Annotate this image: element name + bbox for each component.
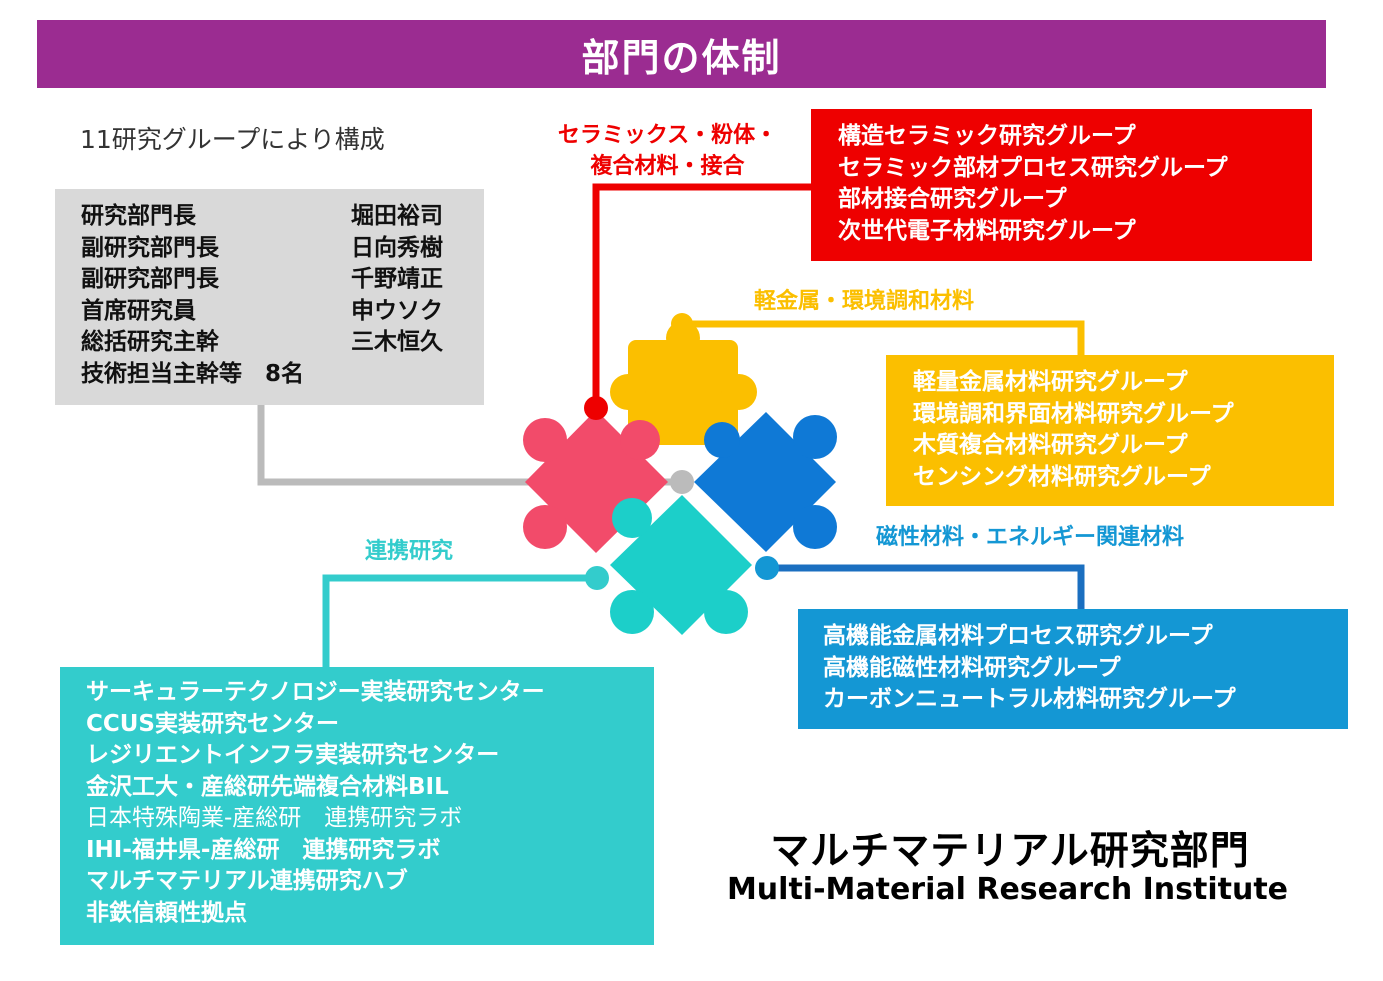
magnetic-category-label: 磁性材料・エネルギー関連材料 [876,525,1185,550]
puzzle-piece-teal [610,495,752,635]
group-item: 金沢工大・産総研先端複合材料BIL [86,773,449,800]
ceramics-category-label: セラミックス・粉体・ 複合材料・接合 [520,120,815,182]
staff-role: 副研究部門長 [81,234,219,261]
magnetic-connector [767,564,1085,609]
magnetic-dot [755,556,779,580]
ceramics-dot [584,396,608,420]
ceramics-label-line2: 複合材料・接合 [590,154,745,179]
group-item: 軽量金属材料研究グループ [913,369,1188,395]
staff-name: 堀田裕司 [351,203,443,229]
light-metal-groups-box: 軽量金属材料研究グループ 環境調和界面材料研究グループ 木質複合材料研究グループ… [886,355,1334,506]
group-item: 高機能磁性材料研究グループ [823,654,1121,681]
staff-extra: 技術担当主幹等 8名 [81,360,305,387]
group-item: サーキュラーテクノロジー実装研究センター [86,679,545,705]
ceramics-connector [592,183,811,408]
ceramics-label-line1: セラミックス・粉体・ [557,123,778,148]
institute-name-en: Multi-Material Research Institute [726,872,1289,907]
page-title: 部門の体制 [37,20,1326,88]
group-item: 木質複合材料研究グループ [913,432,1188,458]
center-dot [670,470,694,494]
staff-row: 総括研究主幹 三木恒久 [81,327,484,359]
group-item: マルチマテリアル連携研究ハブ [86,868,408,894]
staff-name: 三木恒久 [351,329,443,355]
staff-row: 副研究部門長 千野靖正 [81,264,484,296]
group-item: レジリエントインフラ実装研究センター [86,742,500,768]
magnetic-groups-box: 高機能金属材料プロセス研究グループ 高機能磁性材料研究グループ カーボンニュート… [798,609,1348,729]
collaboration-groups-box: サーキュラーテクノロジー実装研究センター CCUS実装研究センター レジリエント… [60,667,654,945]
light-metal-category-label: 軽金属・環境調和材料 [754,289,975,314]
collaboration-connector [322,574,597,667]
staff-row: 研究部門長 堀田裕司 [81,201,484,233]
staff-name: 申ウソク [351,297,443,324]
group-item: 日本特殊陶業-産総研 連携研究ラボ [86,805,463,831]
group-item: CCUS実装研究センター [86,710,339,737]
staff-role: 首席研究員 [81,297,196,324]
staff-box: 研究部門長堀田裕司 副研究部門長日向秀樹 副研究部門長千野靖正 首席研究員申ウソ… [55,189,484,405]
group-item: カーボンニュートラル材料研究グループ [823,686,1236,712]
light-metal-connector [682,320,1085,355]
puzzle-piece-blue [694,412,837,552]
staff-row: 首席研究員 申ウソク [81,296,484,328]
group-item: 構造セラミック研究グループ [838,123,1136,149]
light-metal-dot [671,313,693,335]
group-count-text: 11研究グループにより構成 [80,125,385,154]
group-item: 部材接合研究グループ [838,186,1067,212]
group-item: 次世代電子材料研究グループ [838,217,1136,244]
institute-name-jp: マルチマテリアル研究部門 [770,829,1250,874]
collaboration-dot [585,566,609,590]
group-item: 高機能金属材料プロセス研究グループ [823,623,1213,649]
ceramics-groups-box: 構造セラミック研究グループ セラミック部材プロセス研究グループ 部材接合研究グル… [811,109,1312,261]
group-item: セラミック部材プロセス研究グループ [838,154,1228,181]
collaboration-category-label: 連携研究 [365,539,454,564]
staff-role: 研究部門長 [81,203,196,229]
staff-row: 副研究部門長 日向秀樹 [81,233,484,265]
group-item: センシング材料研究グループ [913,463,1211,490]
staff-role: 総括研究主幹 [81,329,219,355]
puzzle-piece-yellow [610,321,757,445]
group-item: 環境調和界面材料研究グループ [913,400,1234,427]
staff-name: 日向秀樹 [351,234,443,261]
group-item: IHI-福井県-産総研 連携研究ラボ [86,836,441,863]
group-item: 非鉄信頼性拠点 [86,899,247,926]
staff-role: 副研究部門長 [81,266,219,292]
staff-name: 千野靖正 [351,266,443,292]
